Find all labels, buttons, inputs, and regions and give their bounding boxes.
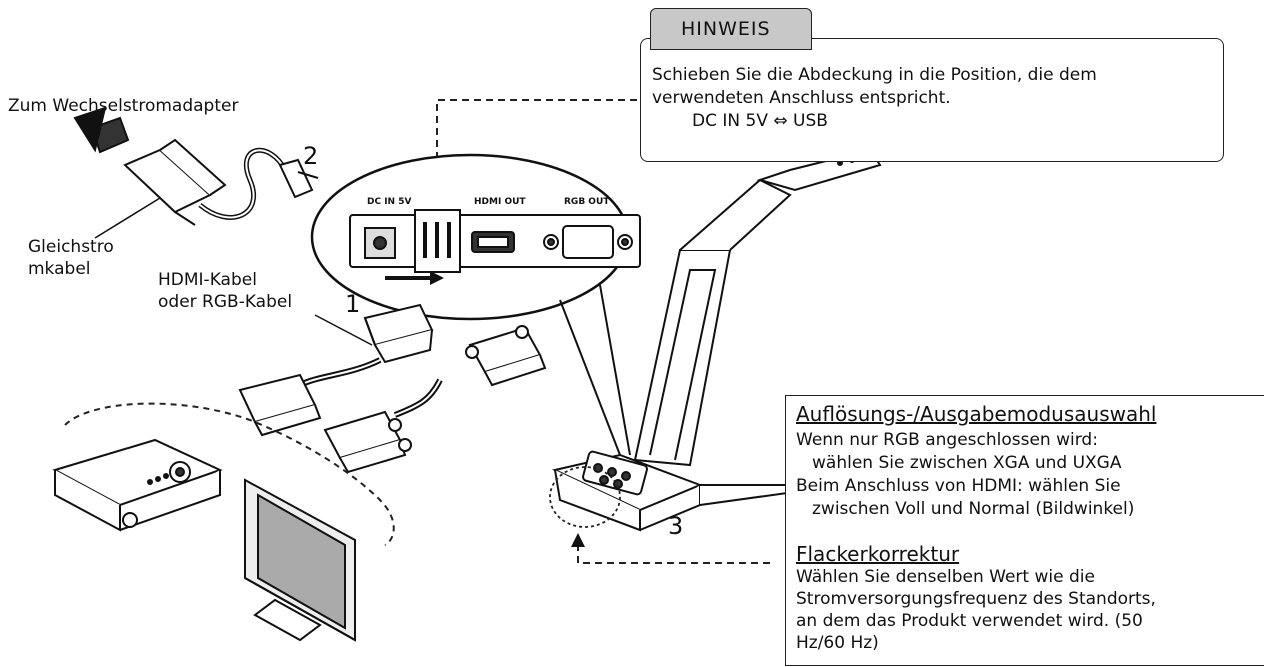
dc-cable-label-1: Gleichstro — [28, 237, 114, 257]
rgb-cable — [323, 325, 547, 474]
display-dashed-outline — [64, 402, 395, 546]
port-label-dc-in: DC IN 5V — [367, 197, 412, 207]
port-label-rgb-out: RGB OUT — [564, 197, 610, 207]
resolution-panel-line-4: zwischen Voll und Normal (Bildwinkel) — [812, 499, 1135, 519]
flicker-panel-line-1: Wählen Sie denselben Wert wie die — [796, 567, 1095, 587]
dc-cable-label-2: mkabel — [28, 259, 91, 279]
resolution-panel: Auflösungs-/Ausgabemodusauswahl Wenn nur… — [785, 395, 1264, 542]
flicker-leader — [577, 545, 770, 564]
resolution-panel-title: Auflösungs-/Ausgabemodusauswahl — [796, 402, 1157, 426]
monitor — [244, 478, 356, 642]
port-label-hdmi-out: HDMI OUT — [474, 197, 526, 207]
hdmi-leader — [314, 314, 373, 346]
hinweis-line-2: verwendeten Anschluss entspricht. — [652, 88, 951, 108]
hinweis-line-3: DC IN 5V ⇔ USB — [692, 111, 828, 131]
projector — [52, 438, 223, 532]
usb-plug — [73, 106, 227, 226]
resolution-panel-line-1: Wenn nur RGB angeschlossen wird: — [796, 430, 1098, 450]
hinweis-tab: HINWEIS — [650, 8, 812, 50]
callout-number-3: 3 — [668, 512, 684, 540]
flicker-panel: Flackerkorrektur Wählen Sie denselben We… — [785, 540, 1264, 666]
dc-plug — [278, 158, 319, 199]
hdmi-cable — [238, 303, 434, 437]
flicker-panel-line-2: Stromversorgungsfrequenz des Standorts, — [796, 589, 1156, 609]
dc-cable-leader — [94, 197, 161, 239]
flicker-leader-arrowhead — [571, 533, 585, 547]
ac-adapter-label: Zum Wechselstromadapter — [8, 96, 239, 116]
slide-arrow — [385, 271, 444, 285]
hinweis-title: HINWEIS — [681, 18, 771, 40]
camera-port-highlight — [549, 466, 621, 528]
hdmi-cable-label-2: oder RGB-Kabel — [158, 292, 293, 312]
callout-number-1: 1 — [345, 290, 361, 318]
port-panel — [349, 209, 641, 273]
hinweis-box — [640, 38, 1224, 162]
callout-number-2: 2 — [303, 142, 319, 170]
flicker-panel-line-3: an dem das Produkt verwendet wird. (50 — [796, 611, 1143, 631]
hdmi-cable-label-1: HDMI-Kabel — [158, 270, 257, 290]
hinweis-line-1: Schieben Sie die Abdeckung in die Positi… — [652, 65, 1097, 85]
flicker-panel-line-4: Hz/60 Hz) — [796, 633, 879, 653]
flicker-panel-title: Flackerkorrektur — [796, 542, 960, 566]
resolution-panel-line-3: Beim Anschluss von HDMI: wählen Sie — [796, 476, 1121, 496]
resolution-panel-line-2: wählen Sie zwischen XGA und UXGA — [812, 453, 1122, 473]
